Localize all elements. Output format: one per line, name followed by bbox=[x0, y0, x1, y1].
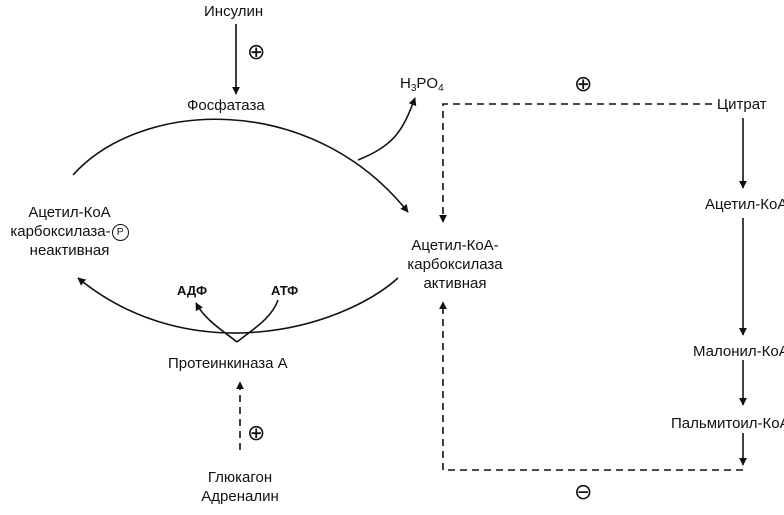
palmitoyl-minus-sign: ⊖ bbox=[574, 479, 593, 504]
atp-label: АТФ bbox=[271, 283, 299, 298]
phosphorylation-arc bbox=[77, 277, 399, 334]
insulin-plus-sign: ⊕ bbox=[247, 39, 266, 64]
phosphatase-label: Фосфатаза bbox=[187, 97, 265, 114]
phosphoric-acid-label: H3PO4 bbox=[400, 75, 444, 94]
atp-arrow bbox=[236, 299, 279, 343]
hormone-plus-sign: ⊕ bbox=[247, 420, 266, 445]
adp-arrow bbox=[195, 302, 238, 343]
active-enzyme-label: Ацетил-КоА- карбоксилаза активная bbox=[407, 237, 503, 292]
insulin-label: Инсулин bbox=[204, 3, 264, 20]
inactive-enzyme-label: Ацетил-КоА карбоксилаза-P неактивная bbox=[2, 203, 137, 260]
phospho-mark: P bbox=[111, 224, 129, 241]
malonyl-coa-label: Малонил-КоА bbox=[693, 343, 784, 360]
phosphate-release-arrow bbox=[357, 97, 417, 161]
protein-kinase-label: Протеинкиназа А bbox=[168, 355, 288, 372]
citrate-plus-sign: ⊕ bbox=[574, 71, 593, 96]
citrate-activation-line bbox=[439, 103, 712, 223]
adp-label: АДФ bbox=[177, 283, 208, 298]
citrate-label: Цитрат bbox=[717, 96, 767, 113]
palmitoyl-coa-label: Пальмитоил-КоА bbox=[671, 415, 784, 432]
acetyl-coa-label: Ацетил-КоА bbox=[705, 196, 784, 213]
hormones-label: Глюкагон Адреналин bbox=[201, 469, 279, 505]
palmitoyl-inhibition-line bbox=[439, 301, 743, 471]
dephosphorylation-arc bbox=[72, 118, 409, 213]
